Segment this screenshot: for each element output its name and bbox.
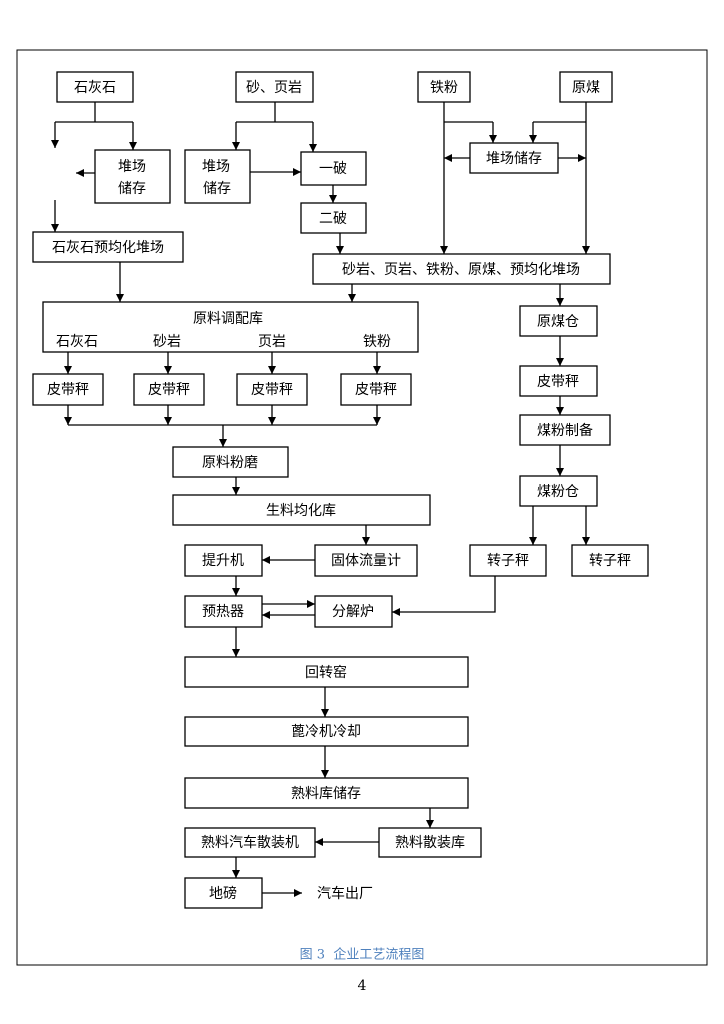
label-batching-limestone: 石灰石 (56, 334, 98, 350)
page-frame (16, 49, 708, 966)
label-primary-crushing: 一破 (319, 161, 347, 177)
node-coal-powder-bin: 煤粉仓 (519, 475, 598, 507)
node-coal-powder-prep: 煤粉制备 (519, 414, 611, 446)
node-preheater: 预热器 (184, 595, 263, 628)
node-clinker-bulk-storage: 熟料散装库 (378, 827, 482, 858)
node-elevator: 提升机 (184, 544, 263, 577)
node-raw-coal: 原煤 (559, 71, 613, 103)
label-batching-iron: 铁粉 (363, 334, 391, 350)
label-sand-yard-line1: 堆场 (202, 159, 230, 175)
label-batching-title: 原料调配库 (193, 311, 263, 327)
label-limestone-yard-line1: 堆场 (118, 159, 146, 175)
label-coal-powder-bin: 煤粉仓 (537, 484, 579, 500)
node-coal-belt-scale: 皮带秤 (519, 365, 598, 397)
label-raw-coal-bin: 原煤仓 (537, 314, 579, 330)
label-batching-shale: 页岩 (258, 334, 286, 350)
node-limestone-prehomogenization: 石灰石预均化堆场 (32, 231, 184, 263)
node-secondary-crushing: 二破 (300, 202, 367, 234)
arrow-rotor-scale-to-calciner (392, 576, 496, 616)
label-raw-meal-homogenization: 生料均化库 (266, 503, 336, 519)
node-raw-mill: 原料粉磨 (172, 446, 289, 478)
label-limestone-yard-line2: 储存 (118, 181, 146, 197)
label-belt-scale-1: 皮带秤 (47, 382, 89, 398)
label-raw-coal: 原煤 (572, 80, 600, 96)
label-rotary-kiln: 回转窑 (305, 664, 347, 681)
label-solid-flowmeter: 固体流量计 (331, 553, 401, 569)
node-rotor-scale-2: 转子秤 (571, 544, 649, 577)
node-grate-cooler: 蓖冷机冷却 (184, 716, 469, 747)
node-clinker-truck-loader: 熟料汽车散装机 (184, 827, 316, 858)
node-primary-crushing: 一破 (300, 151, 367, 186)
node-iron-powder: 铁粉 (417, 71, 471, 103)
node-raw-meal-homogenization: 生料均化库 (172, 494, 431, 526)
node-sand-yard: 堆场 储存 (184, 149, 251, 204)
label-mixed-prehomogenization: 砂岩、页岩、铁粉、原煤、预均化堆场 (342, 262, 580, 278)
label-rotor-scale-1: 转子秤 (487, 553, 529, 569)
node-calciner: 分解炉 (314, 595, 393, 628)
node-belt-scale-3: 皮带秤 (236, 373, 308, 406)
label-elevator: 提升机 (202, 553, 244, 569)
node-belt-scale-4: 皮带秤 (340, 373, 412, 406)
node-limestone-yard: 堆场 储存 (94, 149, 171, 204)
label-iron-powder: 铁粉 (430, 80, 458, 96)
label-truck-exit: 汽车出厂 (317, 885, 373, 902)
page-number: 4 (358, 978, 367, 994)
node-limestone: 石灰石 (56, 71, 134, 103)
label-raw-mill: 原料粉磨 (202, 455, 258, 471)
node-clinker-storage: 熟料库储存 (184, 777, 469, 809)
label-belt-scale-3: 皮带秤 (251, 382, 293, 398)
label-clinker-bulk-storage: 熟料散装库 (395, 835, 465, 851)
label-secondary-crushing: 二破 (319, 211, 347, 227)
label-coal-powder-prep: 煤粉制备 (537, 422, 593, 439)
node-mixed-prehomogenization: 砂岩、页岩、铁粉、原煤、预均化堆场 (312, 253, 611, 285)
label-calciner: 分解炉 (332, 604, 374, 620)
label-clinker-truck-loader: 熟料汽车散装机 (201, 834, 299, 851)
label-belt-scale-4: 皮带秤 (355, 382, 397, 398)
node-raw-material-batching: 原料调配库 石灰石 砂岩 页岩 铁粉 (42, 301, 419, 353)
label-sand-yard-line2: 储存 (203, 181, 231, 197)
label-iron-coal-yard: 堆场储存 (486, 151, 542, 167)
node-raw-coal-bin: 原煤仓 (519, 305, 598, 337)
node-weighbridge: 地磅 (184, 877, 263, 909)
figure-caption: 图 3 企业工艺流程图 (300, 947, 425, 963)
connectors (51, 102, 590, 897)
label-limestone-prehomogenization: 石灰石预均化堆场 (52, 240, 164, 256)
node-sand-shale: 砂、页岩 (235, 71, 314, 103)
label-belt-scale-2: 皮带秤 (148, 382, 190, 398)
label-batching-sandstone: 砂岩 (153, 334, 181, 350)
label-clinker-storage: 熟料库储存 (291, 786, 361, 802)
node-belt-scale-1: 皮带秤 (32, 373, 104, 406)
label-weighbridge: 地磅 (209, 885, 237, 902)
node-belt-scale-2: 皮带秤 (133, 373, 205, 406)
label-preheater: 预热器 (202, 604, 244, 620)
node-solid-flowmeter: 固体流量计 (314, 544, 418, 577)
node-iron-coal-yard: 堆场储存 (469, 142, 559, 174)
node-rotary-kiln: 回转窑 (184, 656, 469, 688)
label-grate-cooler: 蓖冷机冷却 (291, 724, 361, 740)
label-sand-shale: 砂、页岩 (246, 80, 302, 96)
label-rotor-scale-2: 转子秤 (589, 553, 631, 569)
label-coal-belt-scale: 皮带秤 (537, 374, 579, 390)
label-limestone: 石灰石 (74, 80, 116, 96)
node-rotor-scale-1: 转子秤 (469, 544, 547, 577)
